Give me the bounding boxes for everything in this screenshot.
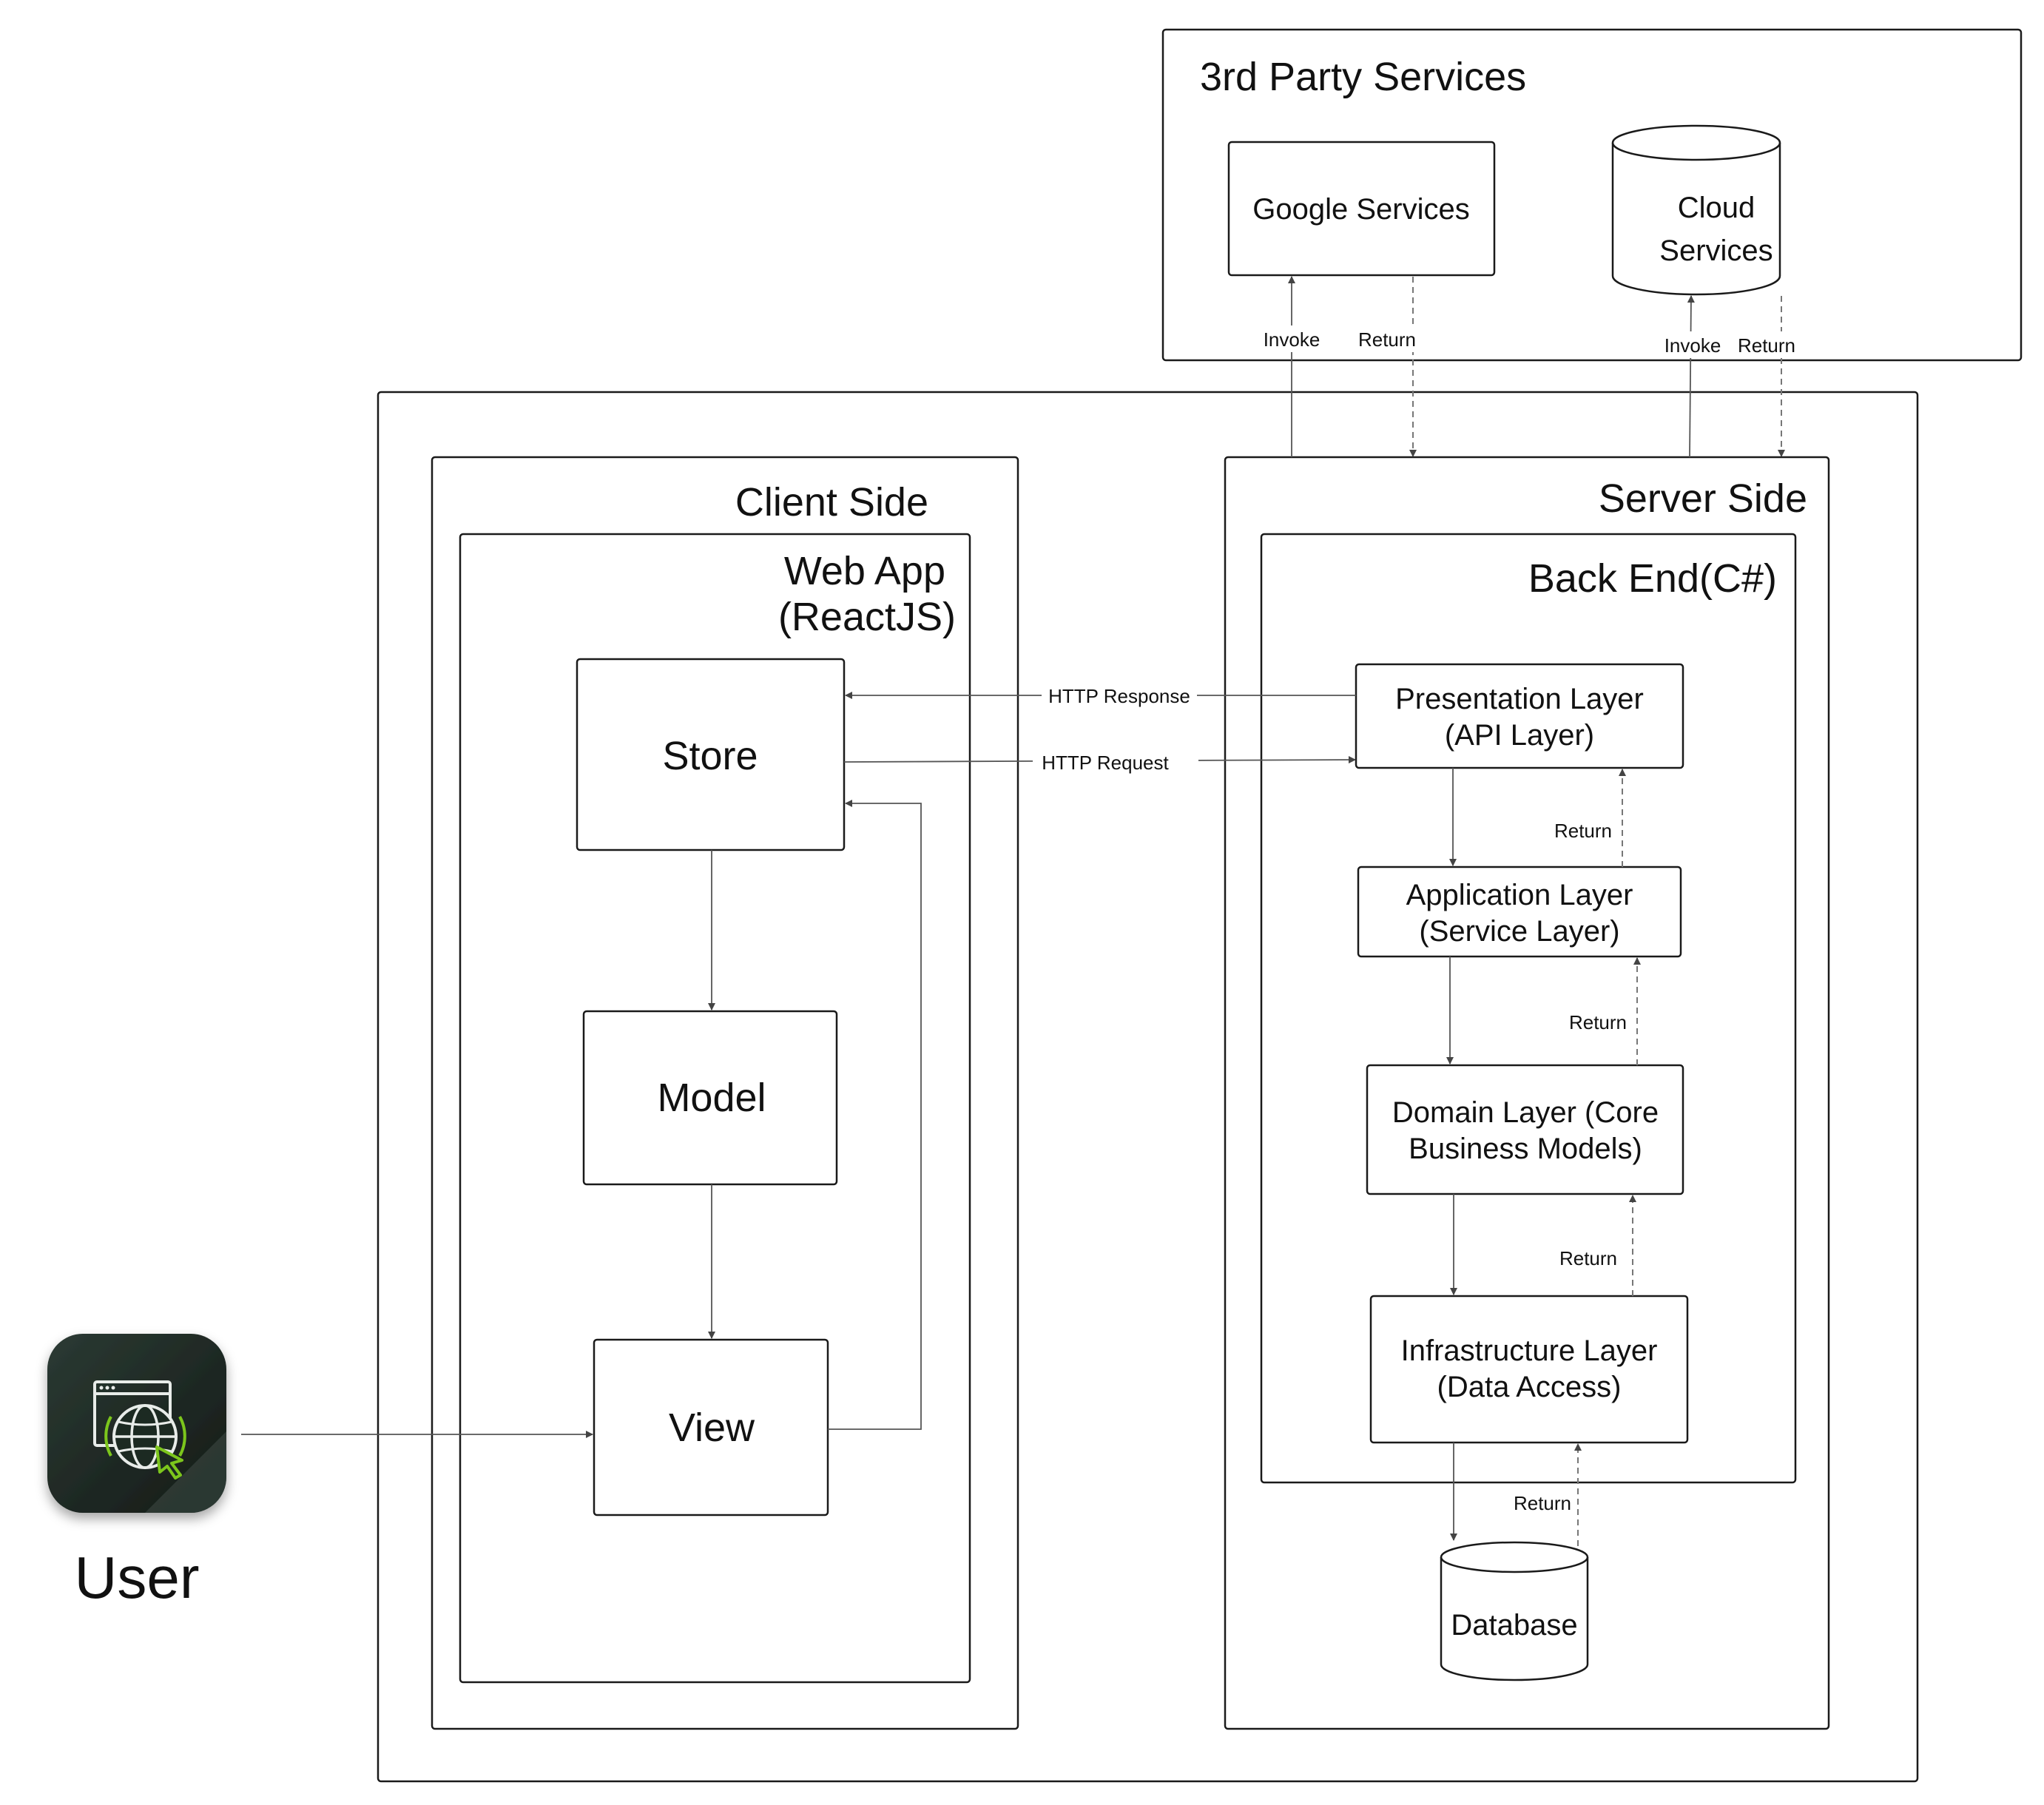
domain-layer-box	[1366, 1064, 1684, 1195]
server-side-title: Server Side	[1599, 476, 1807, 521]
application-layer-box	[1357, 866, 1682, 958]
view-box	[593, 1338, 829, 1516]
database-label: Database	[1451, 1609, 1577, 1642]
third-party-container	[1161, 28, 2023, 362]
user-group: User	[47, 1334, 226, 1610]
presentation-layer-box	[1355, 663, 1684, 769]
google-return-label: Return	[1358, 328, 1416, 351]
infrastructure-layer-label-1: Infrastructure Layer	[1401, 1335, 1658, 1367]
infrastructure-return-label: Return	[1559, 1247, 1617, 1269]
google-services-label: Google Services	[1252, 193, 1469, 226]
third-party-services-group: 3rd Party Services Google Services Cloud…	[1161, 28, 2023, 362]
google-services-box	[1227, 141, 1496, 277]
domain-return-label: Return	[1569, 1011, 1627, 1033]
back-end-title: Back End(C#)	[1528, 556, 1777, 601]
infrastructure-layer-label-2: (Data Access)	[1437, 1371, 1622, 1403]
back-end-container	[1260, 533, 1797, 1484]
connector-labels: Invoke Return Invoke Return HTTP Respons…	[1033, 325, 1801, 1515]
google-invoke-label: Invoke	[1264, 328, 1320, 351]
domain-layer-label-1: Domain Layer (Core	[1392, 1096, 1659, 1129]
web-app-title-1: Web App	[784, 549, 945, 593]
application-layer-label-1: Application Layer	[1406, 879, 1633, 911]
cloud-services-label-2: Services	[1659, 235, 1773, 267]
http-response-label: HTTP Response	[1048, 685, 1190, 707]
store-box	[576, 658, 846, 851]
view-label: View	[669, 1406, 755, 1450]
presentation-layer-label-1: Presentation Layer	[1395, 683, 1644, 715]
infrastructure-layer-box	[1369, 1295, 1689, 1444]
third-party-title: 3rd Party Services	[1200, 55, 1526, 99]
user-label: User	[75, 1545, 200, 1610]
server-side-group: Server Side Back End(C#) Presentation La…	[1224, 456, 1830, 1730]
view-to-store-arrow	[828, 800, 922, 1430]
cloud-invoke-label: Invoke	[1664, 334, 1721, 357]
domain-layer-label-2: Business Models)	[1409, 1133, 1642, 1165]
model-label: Model	[657, 1076, 766, 1120]
application-layer-label-2: (Service Layer)	[1419, 915, 1619, 948]
web-app-title-2: (ReactJS)	[778, 595, 956, 639]
web-app-globe-cursor-icon[interactable]	[47, 1334, 226, 1513]
client-side-title: Client Side	[735, 480, 928, 524]
http-request-label: HTTP Request	[1042, 752, 1169, 774]
store-label: Store	[662, 734, 758, 778]
cloud-services-label-1: Cloud	[1678, 192, 1755, 224]
application-return-label: Return	[1554, 820, 1612, 842]
model-box	[582, 1010, 838, 1186]
presentation-layer-label-2: (API Layer)	[1445, 719, 1594, 752]
cloud-invoke-arrow	[1687, 295, 1695, 458]
cloud-services-cylinder	[1611, 124, 1781, 296]
client-side-group: Client Side Web App (ReactJS) Store Mode…	[431, 456, 1019, 1730]
database-cylinder	[1440, 1541, 1589, 1681]
database-return-label: Return	[1514, 1492, 1571, 1514]
cloud-return-label: Return	[1738, 334, 1795, 357]
